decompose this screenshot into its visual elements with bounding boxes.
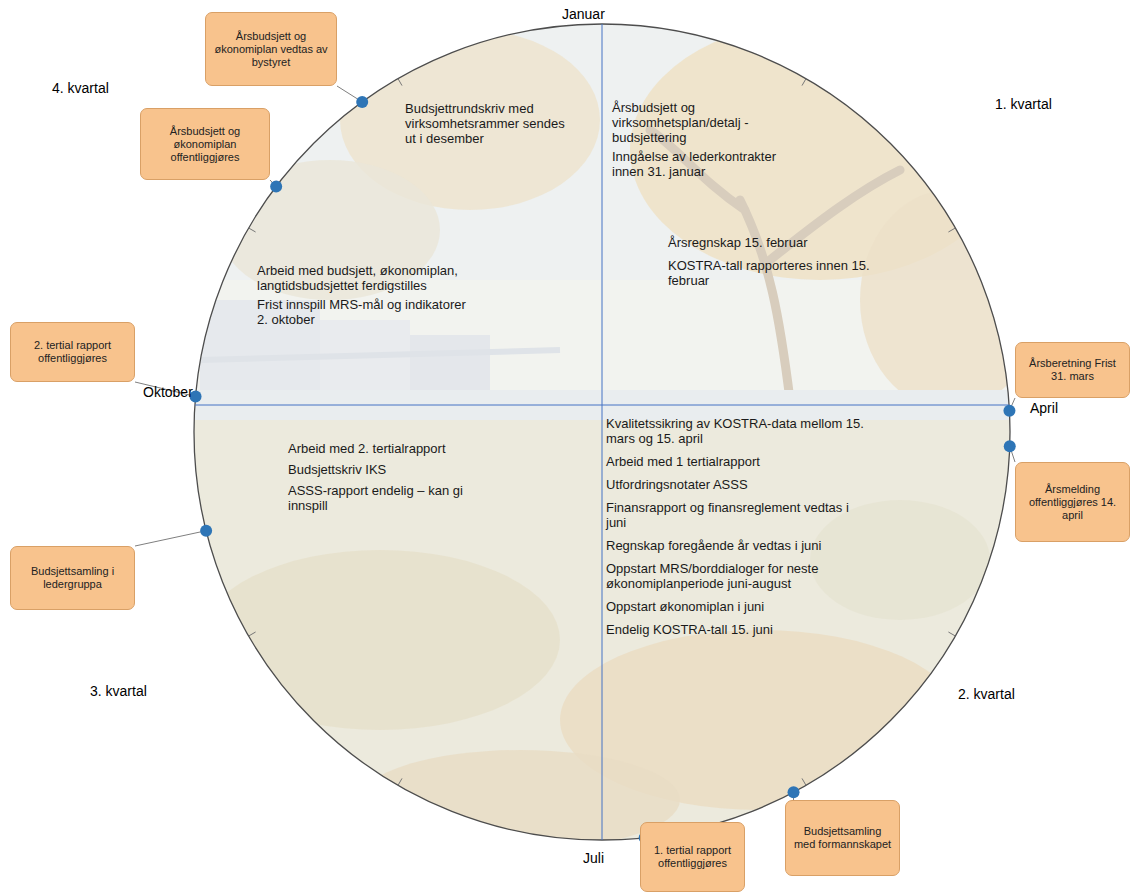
date-dot <box>356 96 368 108</box>
quarter-divider <box>195 405 1009 406</box>
month-tick <box>948 632 955 636</box>
event-callout: Årsberetning Frist 31. mars <box>1015 342 1130 398</box>
wheel-note: Årsbudsjett og virksomhetsplan/detalj -b… <box>612 100 780 145</box>
event-callout: Årsbudsjett og økonomiplan offentliggjør… <box>140 108 270 180</box>
leader-line <box>135 531 206 546</box>
period-label: 1. kvartal <box>995 96 1052 112</box>
month-tick <box>802 79 806 86</box>
date-dot <box>1003 405 1015 417</box>
event-callout: 2. tertial rapport offentliggjøres <box>10 322 135 382</box>
wheel-note: Oppstart økonomiplan i juni <box>606 599 868 614</box>
wheel-note: Inngåelse av lederkontrakter innen 31. j… <box>612 149 780 179</box>
event-callout: Årsmelding offentliggjøres 14. april <box>1015 462 1130 542</box>
wheel-note: Frist innspill MRS-mål og indikatorer 2.… <box>257 297 472 327</box>
wheel-note: Endelig KOSTRA-tall 15. juni <box>606 622 868 637</box>
wheel-outline <box>194 24 1010 840</box>
wheel-note: Arbeid med 1 tertialrapport <box>606 454 868 469</box>
wheel-note: Finansrapport og finansreglement vedtas … <box>606 500 868 530</box>
faded-photo <box>190 20 1040 850</box>
event-callout: Budsjettsamling i ledergruppa <box>10 546 135 610</box>
callout-text: Årsbudsjett og økonomiplan offentliggjør… <box>148 125 262 164</box>
month-tick <box>398 778 402 785</box>
wheel-note: Utfordringsnotater ASSS <box>606 477 868 492</box>
period-label: Oktober <box>143 384 193 400</box>
callout-text: Årsberetning Frist 31. mars <box>1023 357 1122 383</box>
date-dot <box>788 786 800 798</box>
month-tick <box>249 632 256 636</box>
period-label: 2. kvartal <box>958 686 1015 702</box>
callout-text: Årsmelding offentliggjøres 14. april <box>1023 483 1122 522</box>
month-ticks <box>249 79 956 786</box>
event-callout: Årsbudsjett og økonomiplan vedtas av bys… <box>205 12 337 86</box>
month-tick <box>802 778 806 785</box>
month-tick <box>948 228 955 232</box>
wheel-note: Budsjettrundskriv med virksomhetsrammer … <box>405 101 565 146</box>
callout-text: 1. tertial rapport offentliggjøres <box>648 844 737 870</box>
callout-text: Budsjettsamling i ledergruppa <box>18 565 127 591</box>
event-callout: 1. tertial rapport offentliggjøres <box>640 822 745 892</box>
wheel-note: Regnskap foregående år vedtas i juni <box>606 538 868 553</box>
date-dot <box>270 180 282 192</box>
period-label: Juli <box>583 850 604 866</box>
month-tick <box>398 79 402 86</box>
period-label: 4. kvartal <box>52 80 109 96</box>
wheel-note: KOSTRA-tall rapporteres innen 15. februa… <box>668 258 890 288</box>
wheel-note: Arbeid med budsjett, økonomiplan, langti… <box>257 263 472 293</box>
wheel-note: Årsregnskap 15. februar <box>668 235 890 250</box>
quarter-divider <box>602 24 603 840</box>
callout-text: Årsbudsjett og økonomiplan vedtas av bys… <box>213 30 329 69</box>
period-label: Januar <box>562 6 605 22</box>
callout-text: Budsjettsamling med formannskapet <box>793 825 892 851</box>
period-label: April <box>1030 400 1058 416</box>
callout-text: 2. tertial rapport offentliggjøres <box>18 339 127 365</box>
wheel-note: Oppstart MRS/borddialoger for neste økon… <box>606 561 868 591</box>
wheel-note: ASSS-rapport endelig – kan gi innspill <box>288 483 503 513</box>
wheel-note: Budsjettskriv IKS <box>288 462 503 477</box>
period-label: 3. kvartal <box>90 683 147 699</box>
event-callout: Budsjettsamling med formannskapet <box>785 800 900 876</box>
date-dot <box>200 525 212 537</box>
wheel-note: Arbeid med 2. tertialrapport <box>288 441 503 456</box>
date-dot <box>1004 440 1016 452</box>
wheel-note: Kvalitetssikring av KOSTRA-data mellom 1… <box>606 416 868 446</box>
month-tick <box>249 228 256 232</box>
